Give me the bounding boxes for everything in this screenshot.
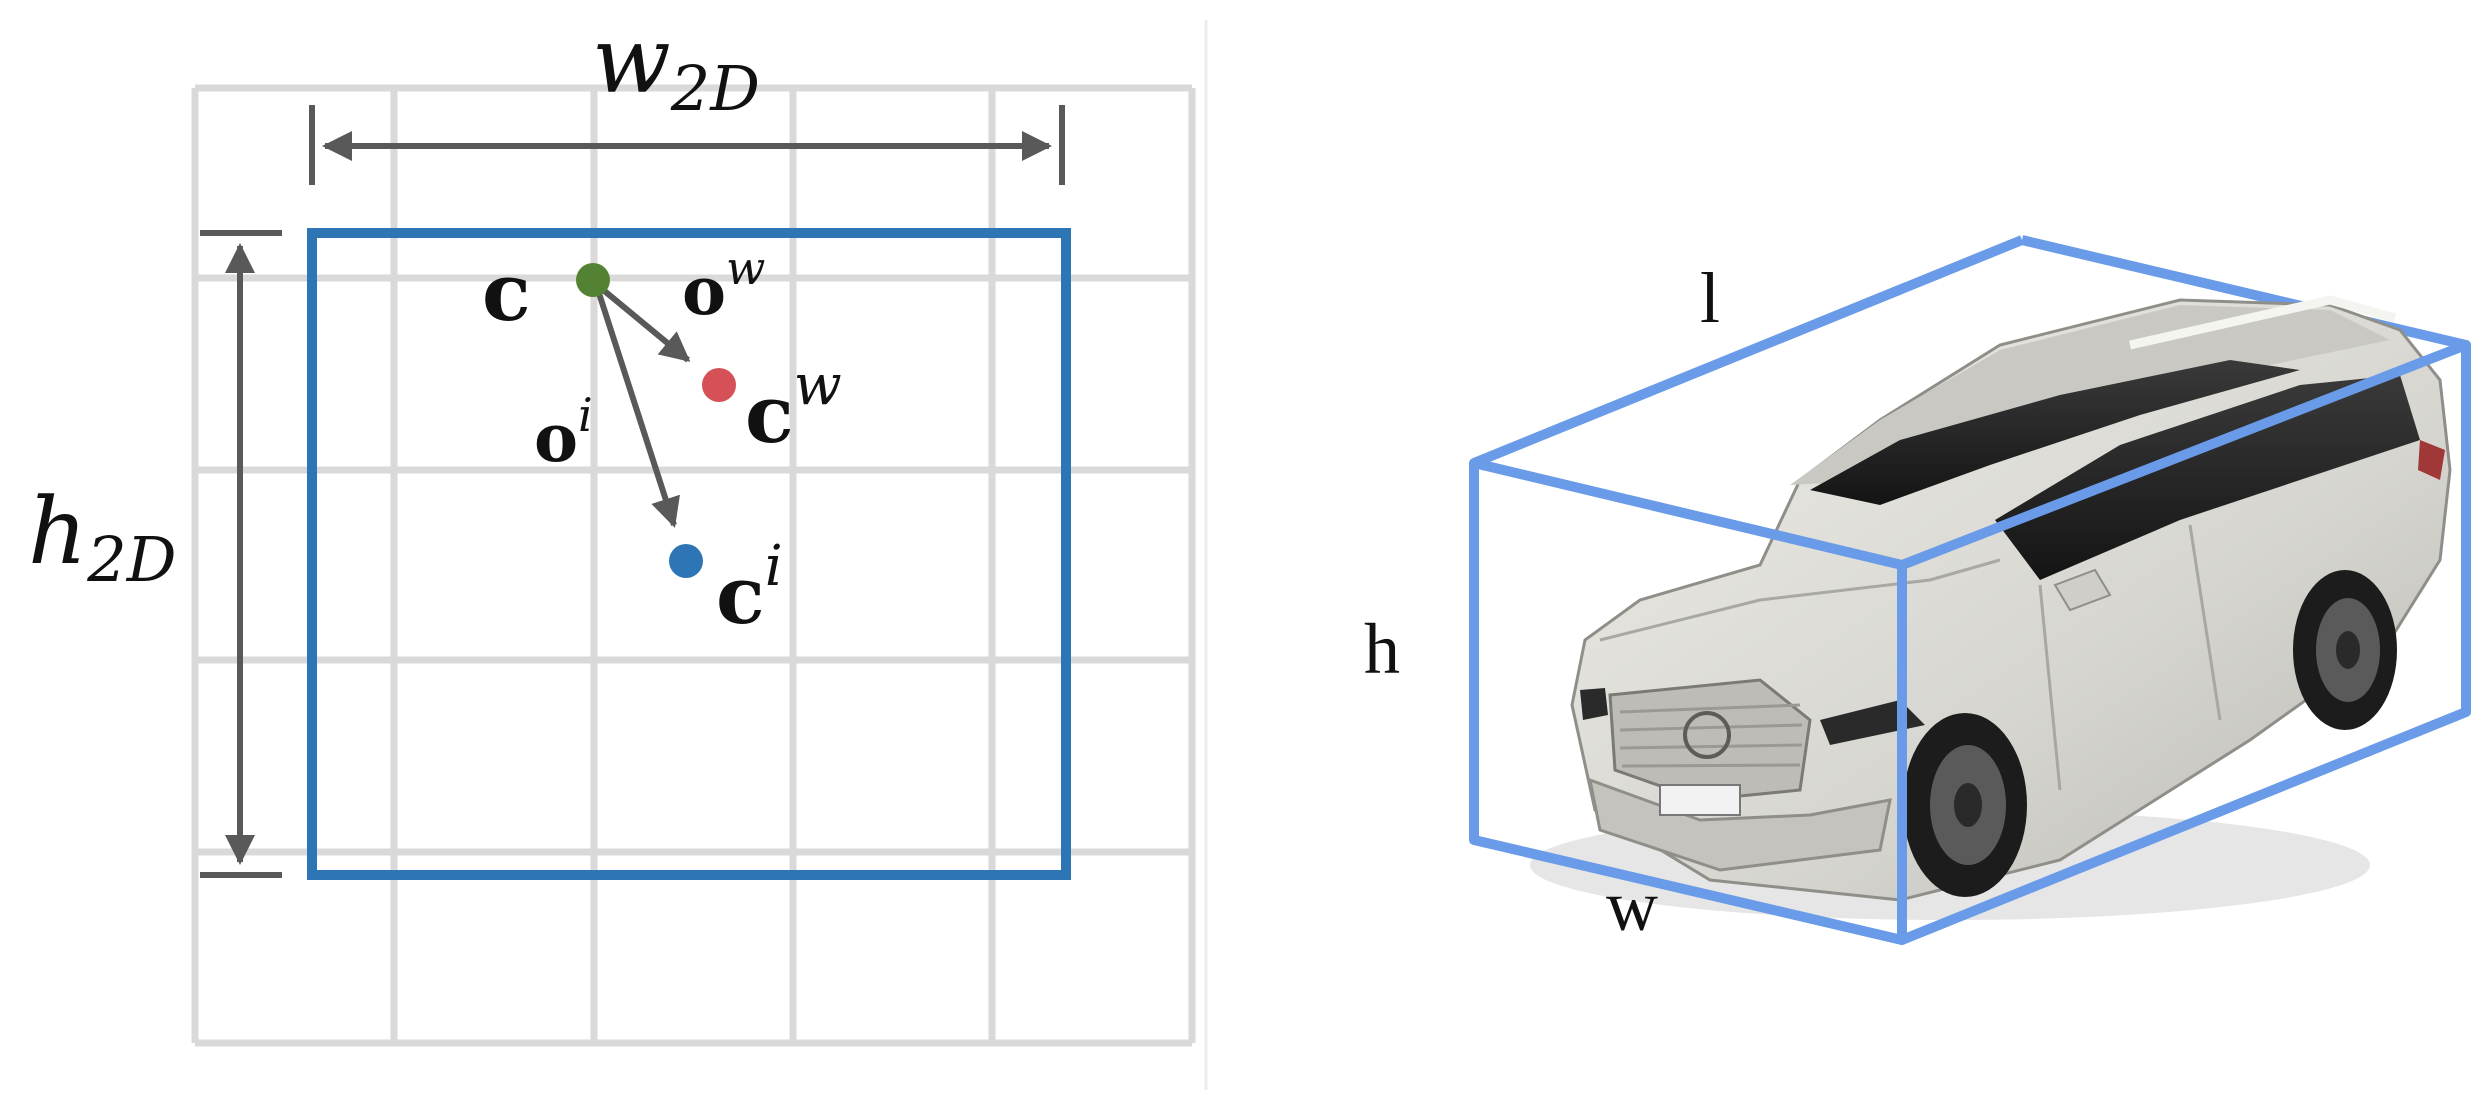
car-license-plate (1659, 784, 1741, 816)
car-hood-line (1599, 558, 2001, 642)
car-wheel-rear (2293, 570, 2397, 730)
car-windshield (1810, 360, 2300, 505)
image-center-point (669, 544, 703, 578)
image-center-label: ci (716, 534, 783, 642)
car-side-windows (1995, 375, 2420, 580)
box-bottom-right-edge (1897, 707, 2471, 945)
box-front-edges (1469, 340, 2471, 945)
center-point (576, 263, 610, 297)
car-headlight-left (1580, 688, 1608, 720)
car-door-lines (2038, 524, 2222, 791)
length-label: l (1700, 258, 1720, 338)
world-center-label: cw (745, 353, 842, 461)
height-label: h (1364, 609, 1400, 689)
car-tail-light (2418, 440, 2445, 480)
center-point-label: c (482, 245, 531, 339)
offset-image-arrow (593, 283, 680, 528)
offset-world-arrow (594, 281, 691, 363)
height-dimension (200, 230, 282, 878)
world-center-point (702, 368, 736, 402)
width-dimension (309, 105, 1065, 185)
right-panel: l h w (1364, 235, 2471, 946)
car-wheel-front (1903, 713, 2027, 897)
car-illustration (1530, 295, 2452, 920)
width-label: w (1606, 866, 1658, 946)
car-bumper (1588, 777, 1892, 872)
height-2d-label: h2D (28, 478, 176, 596)
car-roof-rail (2129, 295, 2397, 350)
box-top-right-edge (1897, 340, 2471, 570)
offset-image-label: oi (534, 388, 593, 477)
car-mirror (2053, 568, 2112, 612)
car-emblem (1683, 711, 1731, 759)
offset-world-label: ow (682, 241, 765, 330)
bounding-box-2d (307, 228, 1071, 880)
grid (191, 84, 1196, 1047)
left-panel: w2D h2D c ow oi cw ci (28, 7, 1196, 1047)
width-2d-label: w2D (592, 7, 760, 125)
car-grille-slats (1619, 703, 1803, 768)
